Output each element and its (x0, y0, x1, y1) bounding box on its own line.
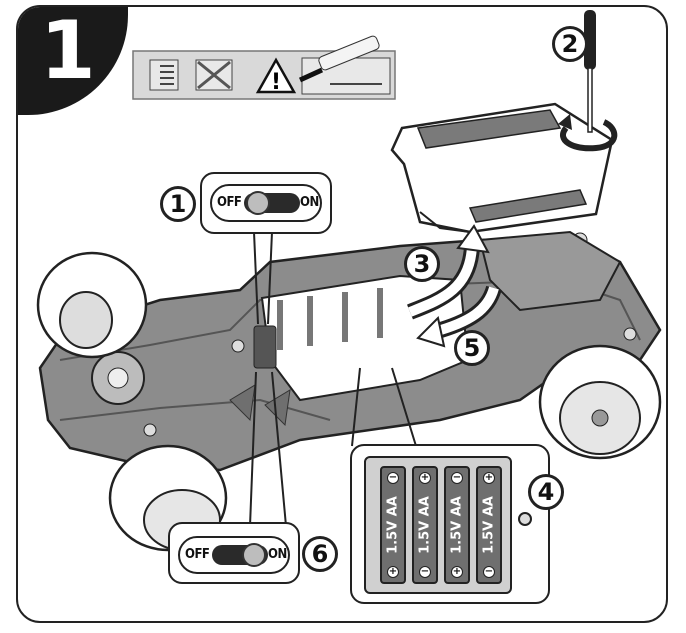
screwdriver-icon (558, 10, 618, 152)
warning-sign: ! (271, 70, 281, 95)
battery-label: 1.5V AA (385, 496, 401, 554)
battery-terminal-top: − (387, 472, 399, 484)
spring-contact-icon (149, 59, 179, 91)
remove-cover-arrow (407, 224, 490, 320)
switch-panel-top: OFF ON (200, 172, 332, 234)
battery-terminal-bottom: − (419, 566, 431, 578)
battery-cell: − 1.5V AA + (380, 466, 406, 584)
switch-knob (246, 191, 270, 215)
battery-label: 1.5V AA (449, 496, 465, 554)
car-switch (253, 325, 277, 369)
battery-label: 1.5V AA (481, 496, 497, 554)
battery-detail-leader (351, 367, 417, 447)
callout-3: 3 (404, 246, 440, 282)
battery-insert-icon (298, 35, 391, 95)
switch-panel-bottom: OFF ON (168, 522, 300, 584)
callout-4: 4 (528, 474, 564, 510)
battery-terminal-bottom: − (483, 566, 495, 578)
battery-terminal-bottom: + (387, 566, 399, 578)
callout-5: 5 (454, 330, 490, 366)
warning-panel: ! (132, 35, 396, 100)
battery-terminal-top: + (483, 472, 495, 484)
step-number: 1 (40, 5, 96, 97)
battery-label: 1.5V AA (417, 496, 433, 554)
battery-cell: + 1.5V AA − (412, 466, 438, 584)
battery-terminal-top: + (419, 472, 431, 484)
step-number-badge: 1 (18, 7, 128, 115)
switch-on-label: ON (268, 547, 287, 562)
switch-off-label: OFF (185, 547, 210, 562)
battery-cell: + 1.5V AA − (476, 466, 502, 584)
battery-cell: − 1.5V AA + (444, 466, 470, 584)
rear-right-wheel (538, 344, 662, 460)
power-switch-on[interactable]: OFF ON (178, 536, 290, 574)
front-left-wheel (36, 251, 148, 359)
callout-2: 2 (552, 26, 588, 62)
switch-bottom-leader (249, 371, 287, 527)
screw-icon (518, 512, 532, 526)
battery-detail-panel: − 1.5V AA + + 1.5V AA − − 1.5V AA + + 1.… (350, 444, 550, 604)
warning-icon: ! (255, 57, 297, 95)
switch-knob (242, 543, 266, 567)
battery-cover (390, 102, 614, 234)
switch-top-leader (253, 231, 273, 325)
battery-terminal-bottom: + (451, 566, 463, 578)
crossed-out-icon (195, 59, 233, 91)
battery-terminal-top: − (451, 472, 463, 484)
callout-6: 6 (302, 536, 338, 572)
callout-1: 1 (160, 186, 196, 222)
switch-on-label: ON (300, 195, 319, 210)
switch-off-label: OFF (217, 195, 242, 210)
replace-cover-arrow (416, 285, 502, 348)
power-switch-off[interactable]: OFF ON (210, 184, 322, 222)
